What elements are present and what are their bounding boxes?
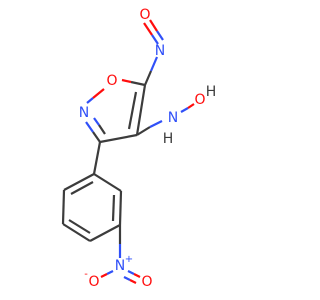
nitro-nitrogen-charge: + <box>125 254 133 265</box>
bond-nitroso-double-b <box>149 19 158 32</box>
bond-ph-inner-2 <box>68 219 91 234</box>
bond-c4-c5-b <box>127 91 138 130</box>
bond-o1-n2b <box>86 97 94 104</box>
bond-nitro-o-right-a2 <box>133 273 141 278</box>
bond-c4-n <box>136 126 151 136</box>
bond-nitroso-double-a <box>143 22 153 36</box>
bond-c3-c1p <box>92 141 102 175</box>
bond-c5-o1b <box>121 78 132 84</box>
nitro-nitrogen-label: N <box>115 258 125 274</box>
bond-ph-6 <box>63 173 95 191</box>
molecule-structure: O N O N H O N H N + O - O <box>61 7 217 290</box>
bond-ph-5 <box>61 189 66 225</box>
nitroso-nitrogen-label: N <box>155 43 165 59</box>
bond-n2-c3-a2 <box>92 131 101 143</box>
bond-n-ob <box>187 103 195 109</box>
hydroxylamine-nitrogen-label: N <box>168 110 178 126</box>
bond-nitroso-double-a2 <box>151 34 159 45</box>
hydroxyl-hydrogen-label: H <box>206 84 217 100</box>
bond-o1-n2 <box>92 88 105 99</box>
nitro-oxygen-right-label: O <box>141 274 152 290</box>
bond-nitro-o-right-b2 <box>129 279 137 284</box>
bond-nitro-o-right-b <box>123 276 131 281</box>
bond-n2-c3-b <box>93 117 100 126</box>
bond-ph-4 <box>62 223 91 242</box>
atom-labels: O N O N H O N H N + O - O <box>79 7 217 290</box>
bond-ph-inner-3 <box>70 181 94 195</box>
bond-nitro-o-leftb <box>100 273 108 278</box>
bond-ph-3 <box>89 224 121 242</box>
bond-n2-c3-b2 <box>98 124 106 135</box>
bond-c3-c4 <box>99 133 138 144</box>
bond-nitroso-double-b2 <box>156 30 164 41</box>
nitro-oxygen-left-charge: - <box>84 269 88 280</box>
bond-ph-2 <box>118 190 123 226</box>
bond-ph-1 <box>93 173 122 192</box>
bond-ph-inner-1 <box>111 194 116 222</box>
bond-nitro-o-right-a <box>127 270 135 275</box>
bond-nitroso-n-c5b <box>143 70 153 86</box>
ring-oxygen-label: O <box>106 73 117 89</box>
bond-n2-c3-a <box>85 121 94 133</box>
bond-nitroso-n-c5 <box>149 56 159 72</box>
nitro-oxygen-left-label: O <box>88 274 99 290</box>
bond-c4-nb <box>149 120 163 128</box>
bond-nitro-o-left <box>106 270 114 275</box>
amine-hydrogen-label: H <box>163 131 174 147</box>
ring-nitrogen-label: N <box>79 105 89 121</box>
bonds <box>61 19 195 284</box>
nitroso-oxygen-label: O <box>139 7 150 23</box>
hydroxyl-oxygen-label: O <box>194 92 205 108</box>
bond-c4-c5-a <box>135 84 147 136</box>
bond-n-o <box>180 107 189 113</box>
bond-c5-o1 <box>130 80 146 87</box>
